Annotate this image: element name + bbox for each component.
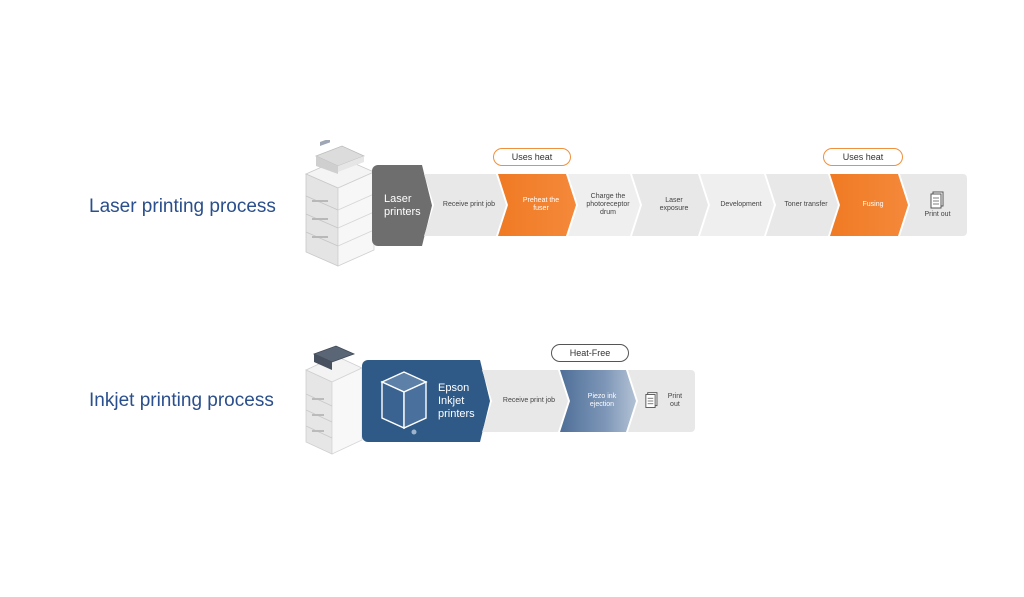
epson-inkjet-printers-block: Epson Inkjet printers: [362, 360, 490, 442]
inkjet-row-title: Inkjet printing process: [89, 390, 274, 411]
laser-step-laser-exposure: Laser exposure: [632, 174, 708, 236]
laser-step-preheat-fuser: Preheat the fuser: [498, 174, 576, 236]
laser-print-out-label: Print out: [924, 211, 951, 218]
laser-step-print-out: Print out: [900, 174, 967, 236]
laser-step-toner-transfer: Toner transfer: [766, 174, 838, 236]
inkjet-step-piezo-ink-ejection: Piezo ink ejection: [560, 370, 636, 432]
document-icon: [930, 191, 944, 209]
epson-inkjet-printers-label: Epson Inkjet printers: [438, 381, 475, 420]
inkjet-step-print-out: Print out: [628, 370, 695, 432]
document-icon: [645, 392, 658, 408]
inkjet-printer-icon: [305, 345, 363, 455]
inkjet-step-receive-print-job: Receive print job: [482, 370, 568, 432]
laser-step-receive-print-job: Receive print job: [424, 174, 506, 236]
laser-printers-label: Laser printers: [384, 192, 421, 218]
laser-uses-heat-tag-1: Uses heat: [493, 148, 571, 166]
laser-print-out-content: Print out: [924, 191, 951, 219]
inkjet-print-out-label: Print out: [667, 393, 683, 408]
ink-cartridge-icon: [376, 366, 432, 436]
laser-step-charge-drum: Charge the photoreceptor drum: [568, 174, 640, 236]
laser-step-development: Development: [700, 174, 774, 236]
laser-printer-icon: [305, 140, 375, 267]
inkjet-heat-free-tag: Heat-Free: [551, 344, 629, 362]
laser-uses-heat-tag-2: Uses heat: [823, 148, 903, 166]
laser-printers-block: Laser printers: [372, 165, 432, 246]
laser-step-fusing: Fusing: [830, 174, 908, 236]
inkjet-print-out-content: Print out: [644, 391, 687, 411]
laser-row-title: Laser printing process: [89, 196, 276, 217]
